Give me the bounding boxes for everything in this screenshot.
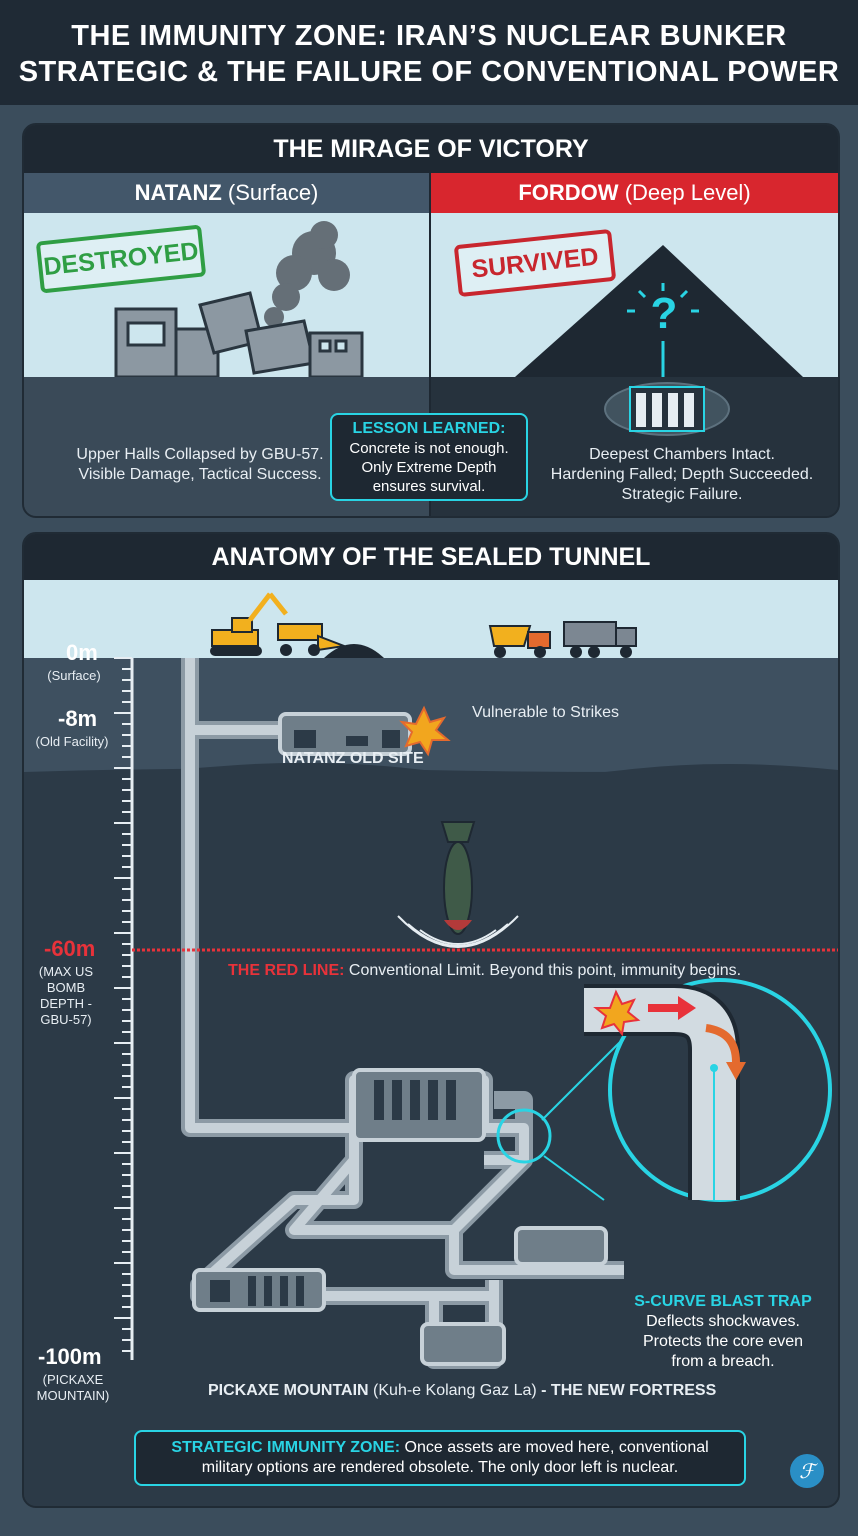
- zone-line-1: Once assets are moved here, conventional: [404, 1439, 709, 1456]
- divider: [429, 173, 431, 516]
- logo-icon: ℱ: [790, 1454, 824, 1488]
- bomb-icon: [397, 821, 519, 948]
- depth-0m-sub: (Surface): [47, 668, 101, 683]
- ruler-ticks: [114, 657, 132, 1352]
- natanz-caption: Upper Halls Collapsed by GBU-57. Visible…: [40, 445, 360, 485]
- fortress-label: PICKAXE MOUNTAIN (Kuh-e Kolang Gaz La) -…: [208, 1382, 716, 1400]
- depth-0m: 0m: [66, 640, 98, 665]
- blast-trap-line-1: Deflects shockwaves.: [646, 1313, 800, 1330]
- zone-line-2: military options are rendered obsolete. …: [201, 1459, 679, 1476]
- centrifuge-cluster: [374, 1080, 456, 1120]
- fordow-header: FORDOW (Deep Level): [431, 173, 838, 213]
- truck-icon: [563, 621, 637, 658]
- fordow-caption-1: Deepest Chambers Intact.: [589, 446, 775, 463]
- mirage-panel: THE MIRAGE OF VICTORY NATANZ (Surface) F…: [22, 123, 840, 518]
- strike-label: Vulnerable to Strikes: [472, 704, 620, 721]
- blast-trap-line-2: Protects the core even: [642, 1333, 804, 1350]
- title-line-1: THE IMMUNITY ZONE: IRAN’S NUCLEAR BUNKER: [71, 20, 787, 52]
- natanz-scene: [24, 213, 429, 377]
- fortress-local: (Kuh-e Kolang Gaz La): [373, 1382, 537, 1399]
- explosion-icon: [399, 705, 451, 757]
- fordow-scene: [431, 213, 838, 377]
- red-line-caption: THE RED LINE: Conventional Limit. Beyond…: [228, 962, 741, 980]
- blast-trap-caption: S-CURVE BLAST TRAP Deflects shockwaves. …: [612, 1292, 834, 1372]
- old-site-label: NATANZ OLD SITE: [282, 750, 424, 767]
- natanz-caption-2: Visible Damage, Tactical Success.: [78, 466, 322, 483]
- red-line-prefix: THE RED LINE:: [228, 962, 345, 979]
- anatomy-panel: ANATOMY OF THE SEALED TUNNEL: [22, 532, 840, 1508]
- lesson-line-1: Concrete is not enough.: [349, 440, 509, 457]
- destroyed-stamp-text: DESTROYED: [42, 236, 200, 282]
- blast-trap-line-3: from a breach.: [671, 1353, 775, 1370]
- question-mark-icon: ?: [650, 289, 678, 338]
- immunity-zone-box: STRATEGIC IMMUNITY ZONE: Once assets are…: [134, 1430, 746, 1486]
- centrifuge-chamber: [604, 382, 730, 436]
- smoke-plume: [264, 221, 350, 327]
- tunnel-scene: [24, 580, 838, 1506]
- natanz-caption-1: Upper Halls Collapsed by GBU-57.: [76, 446, 324, 463]
- survived-stamp-text: SURVIVED: [470, 242, 600, 284]
- mirage-heading: THE MIRAGE OF VICTORY: [24, 125, 838, 173]
- depth-8m-sub: (Old Facility): [35, 734, 109, 749]
- lesson-line-3: ensures survival.: [372, 478, 486, 495]
- fordow-caption: Deepest Chambers Intact. Hardening Falle…: [532, 445, 832, 505]
- zone-prefix: STRATEGIC IMMUNITY ZONE:: [171, 1439, 401, 1456]
- storage-chamber: [514, 1226, 608, 1266]
- anatomy-heading: ANATOMY OF THE SEALED TUNNEL: [24, 534, 838, 580]
- natanz-qualifier: (Surface): [227, 180, 319, 205]
- page-title: THE IMMUNITY ZONE: IRAN’S NUCLEAR BUNKER…: [0, 0, 858, 105]
- fordow-qualifier: (Deep Level): [624, 180, 751, 205]
- lesson-heading: LESSON LEARNED:: [352, 420, 506, 437]
- depth-100m: -100m: [38, 1344, 102, 1369]
- fordow-caption-3: Strategic Failure.: [621, 486, 743, 503]
- fordow-caption-2: Hardening Falled; Depth Succeeded.: [550, 466, 814, 483]
- lesson-line-2: Only Extreme Depth: [361, 459, 497, 476]
- dump-truck-icon: [488, 625, 551, 658]
- fordow-name: FORDOW: [518, 180, 619, 205]
- depth-100m-sub: (PICKAXE MOUNTAIN): [36, 1372, 110, 1403]
- blast-icon: [593, 989, 641, 1037]
- fortress-suffix: - THE NEW FORTRESS: [541, 1382, 717, 1399]
- title-line-2: STRATEGIC & THE FAILURE OF CONVENTIONAL …: [18, 56, 840, 88]
- bottom-chamber: [420, 1322, 506, 1366]
- depth-60m: -60m: [44, 936, 96, 961]
- fortress-name: PICKAXE MOUNTAIN: [208, 1382, 369, 1399]
- collapsed-building: [114, 291, 364, 377]
- natanz-header: NATANZ (Surface): [24, 173, 429, 213]
- mountain: [515, 245, 803, 377]
- red-line-text: Conventional Limit. Beyond this point, i…: [348, 962, 742, 979]
- depth-8m: -8m: [58, 706, 98, 731]
- question-glow: [627, 283, 699, 313]
- natanz-name: NATANZ: [134, 180, 222, 205]
- excavator-icon: [210, 592, 384, 658]
- lesson-box: LESSON LEARNED: Concrete is not enough. …: [330, 413, 528, 501]
- blast-trap-heading: S-CURVE BLAST TRAP: [634, 1293, 812, 1310]
- depth-60m-sub: (MAX US BOMB DEPTH - GBU-57): [38, 964, 94, 1027]
